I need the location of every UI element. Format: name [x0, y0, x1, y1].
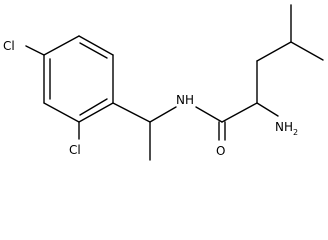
ring-double-bond — [79, 42, 108, 59]
atom-label-nh2-sub: 2 — [293, 128, 298, 137]
ring-bond — [43, 35, 80, 56]
atom-label-nh2-main: NH — [275, 120, 293, 134]
atom-label-nh2: NH2 — [275, 120, 298, 137]
ring-bond — [78, 35, 114, 56]
atom-label-o: O — [216, 144, 225, 158]
atom-label-nh: NH — [176, 93, 194, 107]
bond-ch2-ch — [256, 41, 292, 62]
atom-label-cl-top: Cl — [3, 39, 15, 53]
bond-ring-cl-top — [25, 45, 45, 56]
bond-calpha-nh2 — [256, 102, 279, 117]
bond-nh-carbonyl — [195, 106, 223, 123]
bond-ring-ch — [112, 102, 151, 123]
atom-label-cl-bottom: Cl — [69, 143, 81, 157]
benzene-ring — [43, 35, 114, 123]
ring-bond — [78, 102, 114, 123]
bond-ch-nh — [149, 106, 177, 123]
bond-carbonyl-calpha — [221, 102, 258, 123]
ring-bond — [43, 102, 80, 123]
molecule-diagram: Cl Cl NH O NH2 — [3, 4, 324, 161]
bond-ch-methyl-right — [290, 41, 324, 61]
ring-double-bond — [79, 98, 108, 116]
